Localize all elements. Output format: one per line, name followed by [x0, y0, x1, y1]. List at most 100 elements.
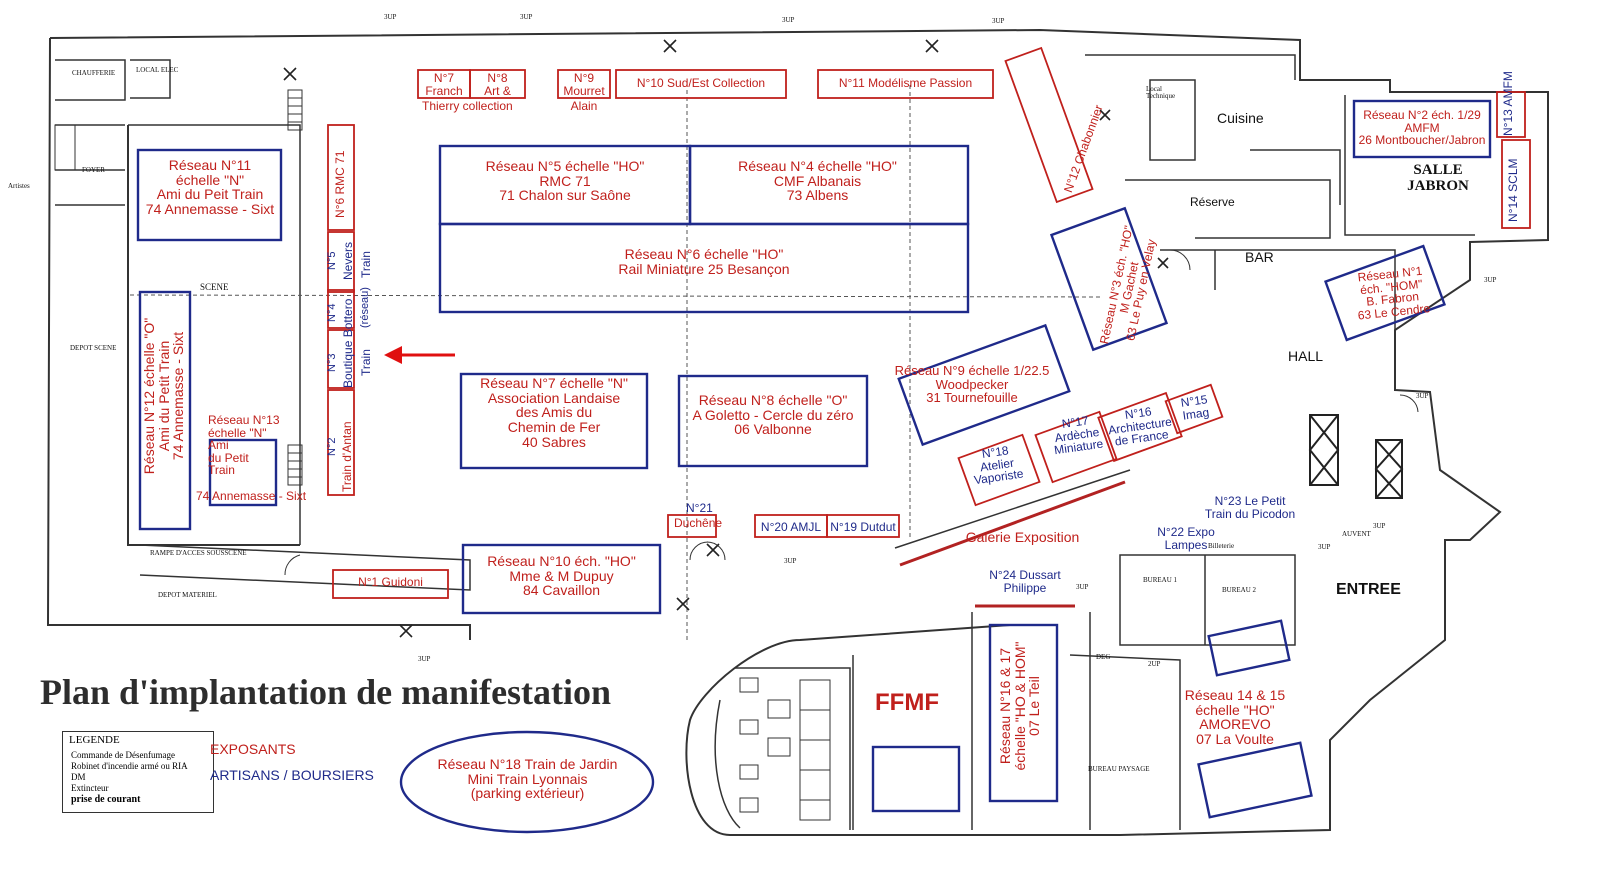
room-depot-materiel: DEPOT MATERIEL: [158, 591, 217, 599]
reseau-13-l5: Train: [208, 463, 235, 478]
reseau-13-l4: du Petit: [208, 450, 249, 465]
exposant-nevers: Nevers: [341, 241, 355, 280]
exposant-24: N°24 Dussart Philippe: [980, 569, 1070, 594]
exposant-5: N°5: [326, 251, 338, 270]
exposant-8-name: Art &: [484, 84, 511, 98]
exposant-24-l2: Philippe: [1003, 580, 1047, 595]
exposant-11: N°11 Modélisme Passion: [838, 76, 973, 90]
room-deg: DEG: [1096, 653, 1111, 661]
legend-item: Commande de Désenfumage: [71, 750, 175, 760]
room-galerie: Galerie Exposition: [965, 529, 1080, 545]
reseau-6: Réseau N°6 échelle "HO" Rail Miniature 2…: [440, 247, 968, 276]
room-bureau-paysage: BUREAU PAYSAGE: [1088, 765, 1150, 773]
reseau-8-l3: 06 Valbonne: [734, 421, 812, 438]
reseau-4-l2: CMF Albanais: [773, 172, 862, 189]
exposant-9-num: N°9: [573, 71, 595, 85]
label-3up: 3UP: [384, 13, 397, 21]
exposant-21: N°21: [686, 501, 713, 515]
room-salle-jabron: SALLE JABRON: [1407, 162, 1469, 194]
exposant-22-l1: N°22 Expo: [1157, 525, 1215, 539]
reseau-18-l1: Réseau N°18 Train de Jardin: [437, 756, 618, 772]
reseau-9-l1: Réseau N°9 échelle 1/22.5: [894, 363, 1050, 378]
legend: LEGENDE Commande de Désenfumage Robinet …: [62, 731, 214, 813]
reseau-1: Réseau N°1 éch. "HOM" B. Fabron 63 Le Ce…: [1340, 263, 1445, 324]
reseau-12-l1: Réseau N°12 échelle "O": [141, 317, 157, 475]
reseau-10-l3: 84 Cavaillon: [522, 582, 601, 599]
reseau-4-l1: Réseau N°4 échelle "HO": [738, 158, 897, 174]
reseau-16-17-l2: échelle "HO & HOM": [1011, 641, 1028, 771]
reseau-16-17-l3: 07 Le Teil: [1026, 676, 1043, 736]
exposant-boutique: Boutique Bottero: [341, 298, 355, 388]
legend-item: Robinet d'incendie armé ou RIA: [71, 761, 188, 771]
exposant-train2: Train: [359, 349, 373, 376]
exposant-10: N°10 Sud/Est Collection: [636, 76, 766, 90]
reseau-5: Réseau N°5 échelle "HO" RMC 71 71 Chalon…: [440, 159, 690, 203]
reseau-14-15-l4: 07 La Voulte: [1196, 731, 1274, 748]
reseau-8-l2: A Goletto - Cercle du zéro: [692, 406, 854, 423]
reseau-10-l1: Réseau N°10 éch. "HO": [487, 553, 636, 569]
room-rampe: RAMPE D'ACCES SOUSSCENE: [150, 549, 247, 557]
reseau-7-l3: des Amis du: [515, 404, 593, 421]
reseau-5-l2: RMC 71: [539, 172, 591, 189]
outer-wall: [49, 28, 1549, 836]
reseau-18-l2: Mini Train Lyonnais: [467, 770, 588, 787]
legend-exposants: EXPOSANTS: [210, 741, 296, 757]
exposant-21-name: Duchêne: [674, 516, 723, 530]
reseau-11-l2: échelle "N": [175, 171, 245, 188]
legend-item: Extincteur: [71, 783, 109, 793]
room-chaufferie: CHAUFFERIE: [72, 69, 116, 77]
exposant-24-l1: N°24 Dussart: [989, 568, 1061, 582]
exposant-3: N°3: [326, 353, 338, 372]
label-3up: 3UP: [782, 16, 795, 24]
reseau-6-l1: Réseau N°6 échelle "HO": [624, 246, 784, 262]
exposant-train-antan: Train d'Antan: [340, 421, 354, 492]
exposant-8-num: N°8: [487, 71, 508, 85]
reseau-13-city: 74 Annemasse - Sixt: [196, 489, 307, 503]
room-depot-scene: DEPOT SCENE: [70, 344, 117, 352]
exposant-13: N°13 AMFM: [1501, 71, 1515, 136]
label-3up: 3UP: [1318, 543, 1331, 551]
reseau-12-l2: Ami du Petit Train: [155, 340, 172, 452]
legend-heading: LEGENDE: [69, 734, 120, 746]
legend-item: prise de courant: [71, 794, 141, 805]
reseau-2: Réseau N°2 éch. 1/29 AMFM 26 Montboucher…: [1346, 109, 1498, 147]
exposant-14: N°14 SCLM: [1506, 158, 1520, 223]
reseau-12: Réseau N°12 échelle "O" Ami du Petit Tra…: [141, 296, 187, 496]
reseau-9-l3: 31 Tournefouille: [926, 390, 1018, 406]
reseau-14-15-l1: Réseau 14 & 15: [1184, 687, 1286, 703]
reseau-2-l2: AMFM: [1404, 120, 1440, 135]
inner-west-wall: [127, 125, 300, 546]
exposant-22: N°22 Expo Lampes: [1150, 526, 1222, 551]
exposant-19: N°19 Dutdut: [830, 520, 896, 534]
room-billeterie: Billeterie: [1208, 542, 1235, 550]
exposant-train: Train: [359, 251, 373, 278]
room-bureau2: BUREAU 2: [1222, 586, 1257, 594]
label-3up: 3UP: [1484, 276, 1497, 284]
exposant-7-name: Franch: [425, 84, 463, 98]
exposant-20: N°20 AMJL: [760, 520, 822, 534]
room-artistes: Artistes: [8, 182, 30, 190]
exposant-23-l2: Train du Picodon: [1204, 506, 1296, 521]
room-hall: HALL: [1288, 348, 1324, 364]
reseau-13-l1: Réseau N°13: [208, 413, 280, 427]
reseau-7-l1: Réseau N°7 échelle "N": [480, 375, 628, 391]
room-reserve: Réserve: [1190, 195, 1235, 209]
exposant-1: N°1 Guidoni: [358, 575, 423, 589]
reseau-11-l1: Réseau N°11: [168, 157, 252, 173]
reseau-6-l2: Rail Miniature 25 Besançon: [618, 260, 790, 277]
reseau-12-l3: 74 Annemasse - Sixt: [170, 331, 187, 461]
reseau-16-17-l1: Réseau N°16 & 17: [997, 647, 1013, 765]
reseau-11-l4: 74 Annemasse - Sixt: [145, 201, 275, 218]
reseau-13-l2: échelle "N": [208, 425, 267, 440]
exposant-7-num: N°7: [433, 71, 455, 85]
reseau-13: Réseau N°13 échelle "N" Ami du Petit Tra…: [208, 414, 280, 477]
page-title: Plan d'implantation de manifestation: [40, 672, 612, 712]
reseau-5-l3: 71 Chalon sur Saône: [499, 187, 631, 204]
room-entree: ENTREE: [1336, 581, 1401, 598]
reseau-14-15-l2: échelle "HO": [1195, 701, 1275, 718]
room-local-technique: Local Technique: [1146, 85, 1176, 101]
room-foyer: FOYER: [82, 166, 105, 174]
reseau-4: Réseau N°4 échelle "HO" CMF Albanais 73 …: [690, 159, 945, 203]
label-3up: 3UP: [418, 655, 431, 663]
